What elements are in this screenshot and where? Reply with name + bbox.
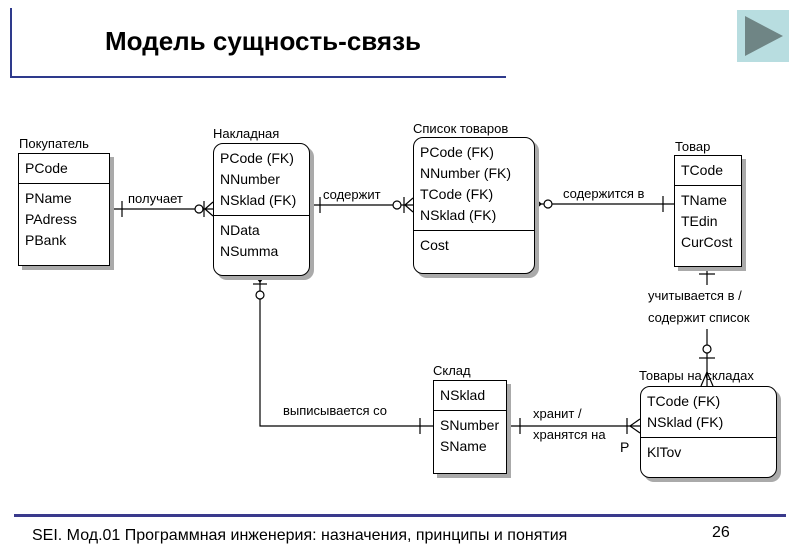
footer-text: SEI. Мод.01 Программная инженерия: назна… — [32, 527, 568, 544]
footer-rule — [14, 514, 786, 517]
rel-label-soderzhitsya: содержится в — [563, 186, 645, 201]
entity-title-sklad: Склад — [433, 363, 471, 378]
rel-label-uchityvaetsya-2: содержит список — [648, 307, 750, 329]
rel-label-poluchaet: получает — [128, 191, 183, 206]
entity-title-spisok: Список товаров — [413, 121, 509, 136]
entity-title-tovary-na-skladah: Товары на складах — [639, 368, 754, 383]
key-attr: NNumber — [220, 171, 280, 187]
entity-tovary-na-skladah[interactable]: TCode (FK) NSklad (FK) KlTov — [640, 386, 777, 478]
key-attr: NSklad (FK) — [647, 414, 724, 430]
attr: Cost — [420, 237, 449, 253]
entity-sklad[interactable]: NSklad SNumber SName — [433, 380, 507, 474]
entity-spisok-tovarov[interactable]: PCode (FK) NNumber (FK) TCode (FK) NSkla… — [413, 137, 535, 274]
attr: PName — [25, 190, 72, 206]
entity-title-nakladnaya: Накладная — [213, 126, 280, 141]
attr: PAdress — [25, 211, 77, 227]
rel-label-hranit-1: хранит / — [533, 406, 582, 421]
key-attr: TCode (FK) — [420, 186, 494, 202]
attr: KlTov — [647, 444, 682, 460]
key-attr: NSklad (FK) — [420, 207, 497, 223]
rel-label-uchityvaetsya-1: учитывается в / — [648, 285, 742, 307]
entity-nakladnaya[interactable]: PCode (FK) NNumber NSklad (FK) NData NSu… — [213, 143, 310, 276]
rel-soderzhitsya-line — [532, 196, 674, 212]
rel-hranit-line — [505, 418, 641, 434]
slide-title: Модель сущность-связь — [105, 26, 421, 56]
entity-tovar[interactable]: TCode TName TEdin CurCost — [674, 155, 742, 267]
key-attr: NSklad — [440, 387, 486, 403]
attr: SName — [440, 438, 487, 454]
attr: TName — [681, 192, 727, 208]
entity-title-tovar: Товар — [675, 139, 711, 154]
key-attr: PCode — [25, 160, 68, 176]
attr: SNumber — [440, 417, 500, 433]
rel-label-soderzhit: содержит — [323, 187, 381, 202]
key-attr: NSklad (FK) — [220, 192, 297, 208]
entity-pokupatel[interactable]: PCode PName PAdress PBank — [18, 153, 110, 266]
title-bottom-rule — [10, 76, 506, 78]
rel-vypisyvaetsya-line — [253, 273, 433, 434]
rel-marker-p: P — [620, 439, 630, 455]
attr: PBank — [25, 232, 67, 248]
entity-title-pokupatel: Покупатель — [19, 136, 89, 151]
rel-label-hranit-2: хранятся на — [533, 427, 606, 442]
title-left-rule — [10, 8, 12, 78]
attr: NSumma — [220, 243, 279, 259]
attr: TEdin — [681, 213, 718, 229]
attr: CurCost — [681, 234, 733, 250]
play-next-icon — [745, 16, 783, 56]
key-attr: PCode (FK) — [420, 144, 494, 160]
page-number: 26 — [712, 524, 730, 541]
key-attr: PCode (FK) — [220, 150, 294, 166]
key-attr: NNumber (FK) — [420, 165, 512, 181]
rel-soderzhit-line — [308, 197, 414, 213]
next-slide-button[interactable] — [737, 10, 789, 62]
key-attr: TCode (FK) — [647, 393, 721, 409]
rel-label-vypisyvaetsya: выписывается со — [283, 403, 388, 418]
rel-poluchaet-line — [108, 201, 214, 217]
key-attr: TCode — [681, 162, 724, 178]
attr: NData — [220, 222, 260, 238]
